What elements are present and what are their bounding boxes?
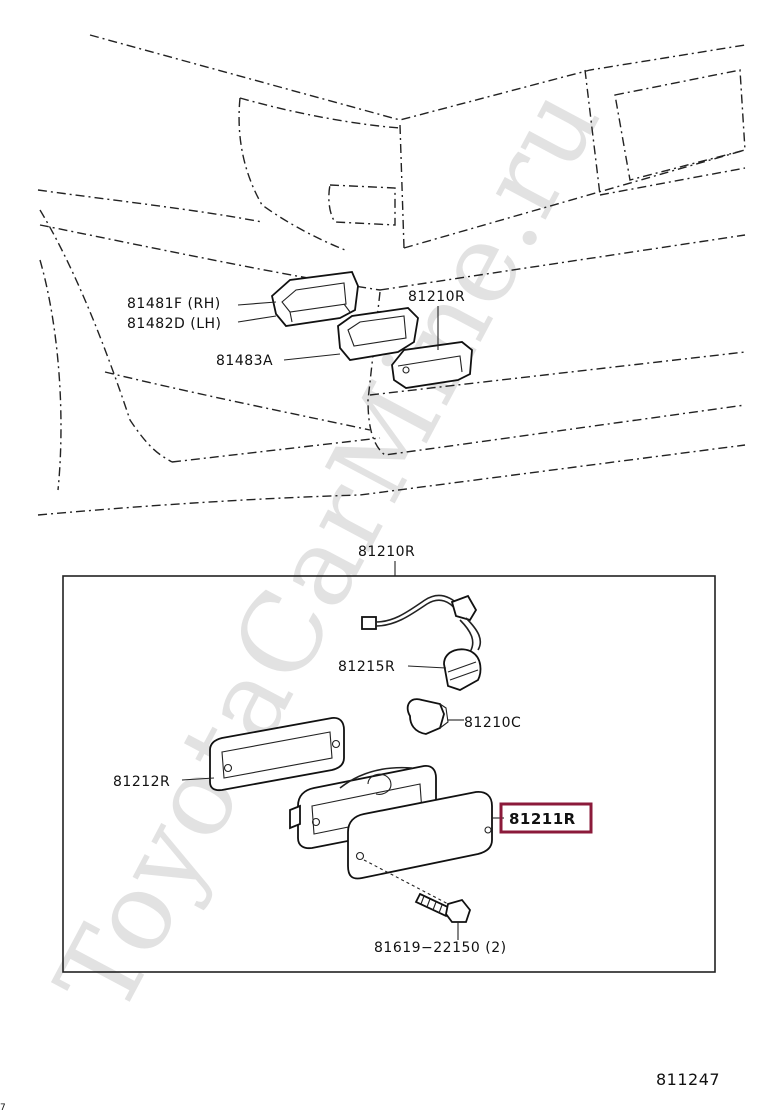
- highlight-box-81211R[interactable]: [499, 802, 593, 834]
- exploded-view-frame: [62, 575, 716, 973]
- leader-81483A: [283, 353, 341, 361]
- lamp-81210R-mounted: [391, 341, 473, 389]
- label-81481F: 81481F (RH): [127, 296, 221, 312]
- socket-81481F: [271, 271, 359, 327]
- screw-81619: [414, 892, 472, 923]
- label-81212R: 81212R: [113, 774, 170, 790]
- bulb-81210C: [406, 698, 449, 735]
- gasket-81212R: [209, 717, 345, 792]
- leader-81212R: [181, 777, 215, 781]
- screw-path-line: [363, 859, 453, 907]
- vehicle-outline: [37, 34, 746, 516]
- leader-81482D: [237, 315, 277, 323]
- figure-code: 811247: [656, 1070, 720, 1089]
- lens-81211R: [347, 791, 493, 880]
- label-81483A: 81483A: [216, 353, 273, 369]
- gasket-81483A: [337, 307, 419, 361]
- watermark: ToyotaCarMine.ru: [33, 67, 626, 1033]
- label-81210C: 81210C: [464, 715, 521, 731]
- edge-mark: 7: [0, 1103, 6, 1112]
- leader-81215R: [407, 665, 447, 669]
- label-81210R-box: 81210R: [358, 544, 415, 560]
- socket-wire-81215R: [361, 594, 482, 691]
- label-81482D: 81482D (LH): [127, 316, 222, 332]
- label-81211R[interactable]: 81211R: [509, 810, 576, 828]
- leader-81481F: [237, 301, 277, 306]
- label-81215R: 81215R: [338, 659, 395, 675]
- label-81619: 81619−22150 (2): [374, 940, 507, 956]
- label-81210R-top: 81210R: [408, 289, 465, 305]
